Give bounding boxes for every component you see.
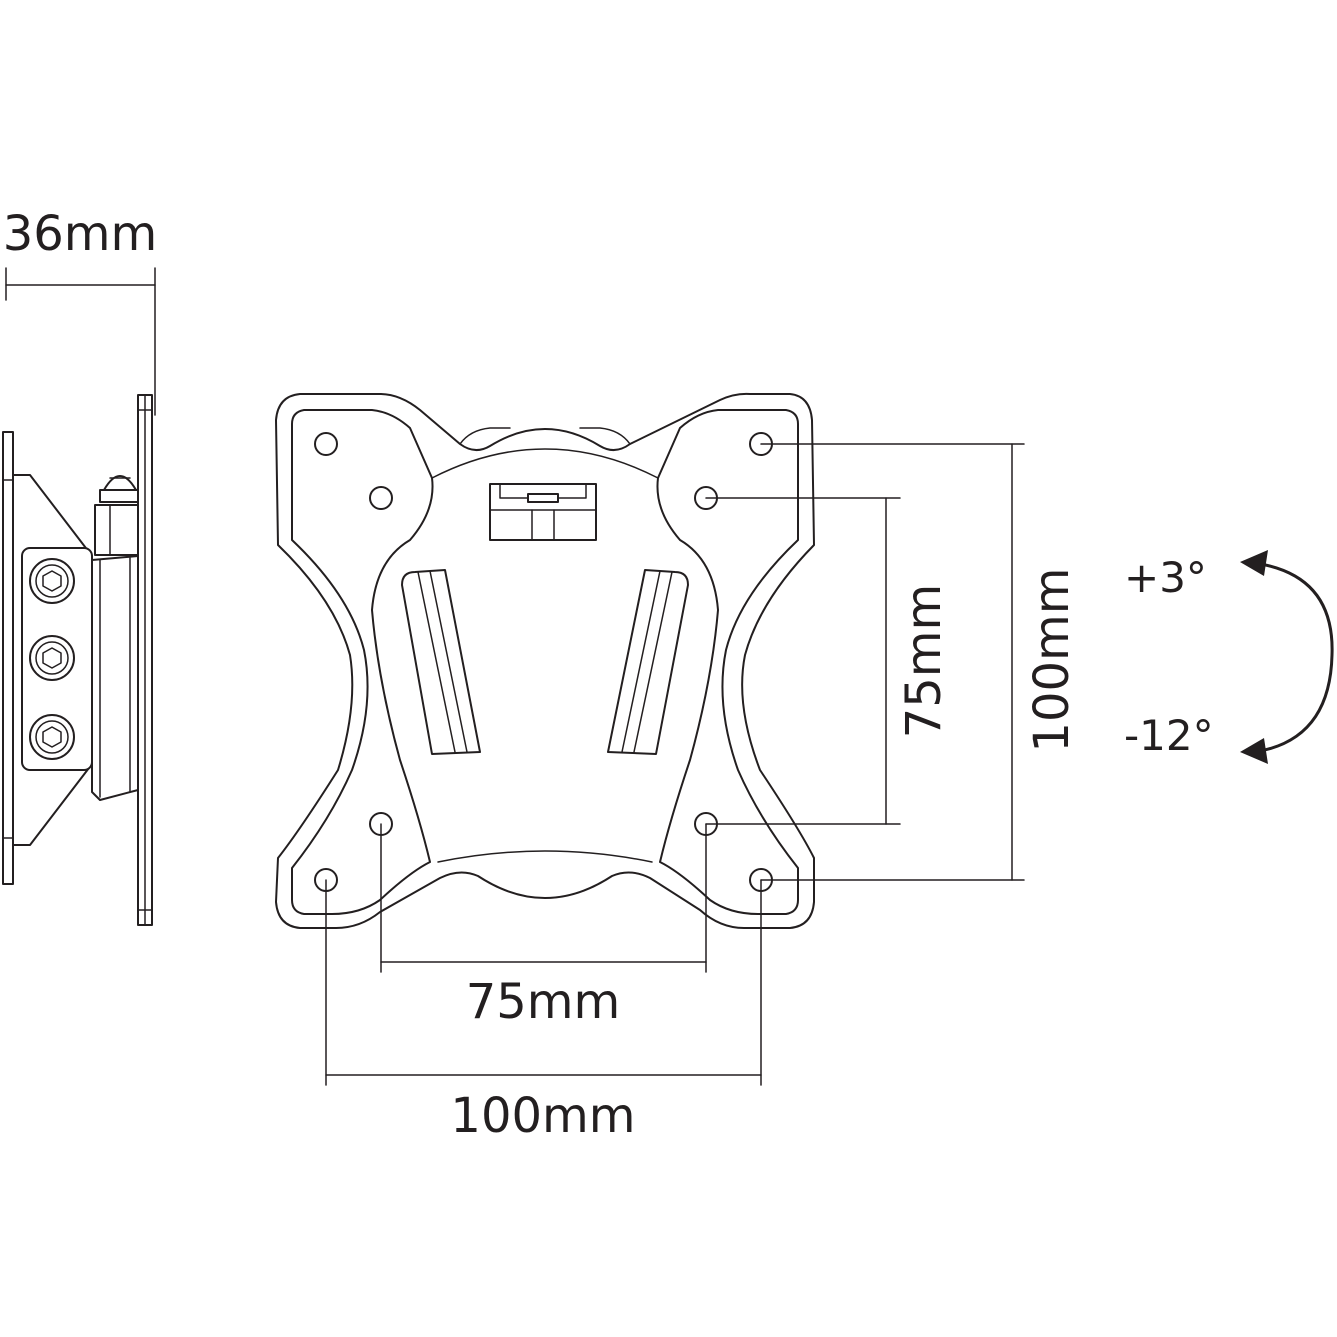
tilt-up-label: +3° [1124, 553, 1207, 602]
tilt-knob-icon [99, 489, 141, 503]
dim-inner-h-label: 75mm [466, 974, 621, 1030]
tilt-down-label: -12° [1124, 711, 1214, 760]
side-wall-plate [2, 431, 14, 885]
dim-outer-h-label: 100mm [450, 1088, 635, 1144]
hex-bolt-icon [29, 714, 75, 760]
side-view: 36mm [2, 206, 158, 926]
dim-inner-vertical: 75mm [705, 497, 952, 825]
left-slot [401, 569, 481, 755]
dim-outer-v-label: 100mm [1024, 567, 1080, 752]
side-hinge-arm [91, 475, 141, 801]
vesa-plate-outline [275, 392, 815, 929]
dim-outer-vertical: 100mm [760, 443, 1080, 881]
front-view: 75mm 100mm 75mm 100mm [275, 392, 1080, 1144]
hex-bolt-icon [29, 635, 75, 681]
arrow-up-icon [1240, 550, 1268, 576]
right-slot [607, 569, 689, 755]
depth-label: 36mm [3, 206, 158, 262]
arrow-down-icon [1240, 738, 1268, 764]
dim-inner-v-label: 75mm [896, 584, 952, 739]
dim-inner-horizontal: 75mm [380, 823, 707, 1030]
hole-inner-tl [369, 486, 393, 510]
hole-outer-tl [314, 432, 338, 456]
side-vesa-plate [137, 394, 153, 926]
dim-outer-horizontal: 100mm [325, 879, 762, 1144]
latch-clip [489, 483, 597, 541]
side-pivot-block [21, 547, 93, 771]
tilt-indicator: +3° -12° [1124, 550, 1334, 764]
tilt-arc [1253, 561, 1334, 754]
hex-bolt-icon [29, 558, 75, 604]
vesa-plate-rim [291, 409, 434, 915]
depth-dimension: 36mm [3, 206, 158, 416]
